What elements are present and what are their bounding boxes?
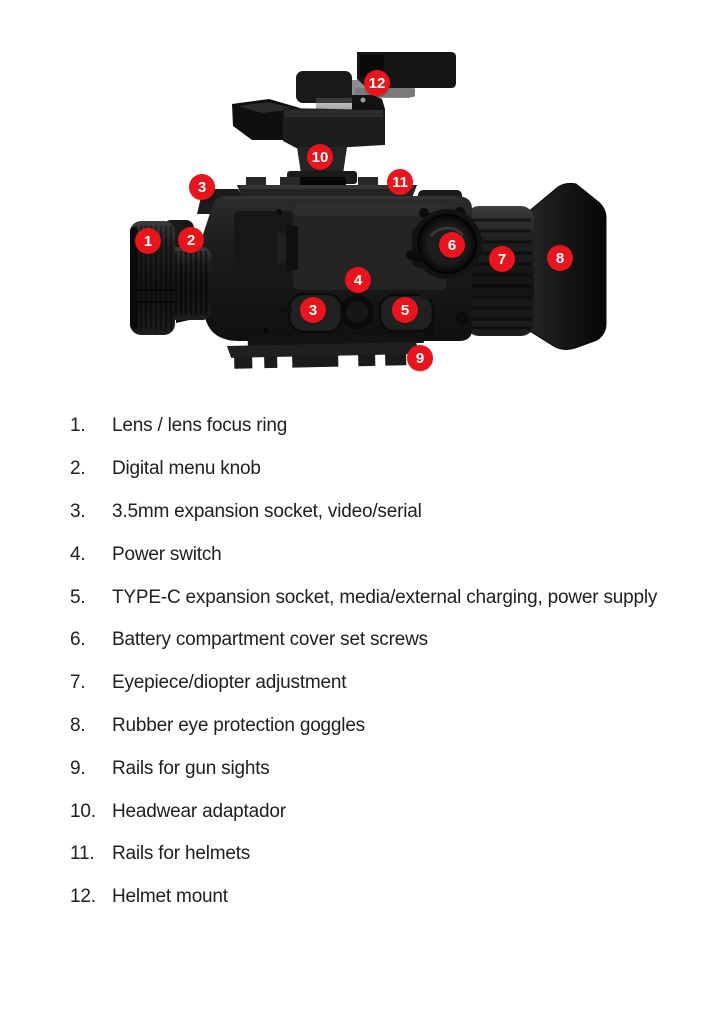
callout-marker-3: 3 <box>300 297 326 323</box>
legend-item-number: 10. <box>70 800 96 822</box>
legend-item-number: 1. <box>70 415 86 437</box>
callout-marker-5: 5 <box>392 297 418 323</box>
legend-item-3: 3. 3.5mm expansion socket, video/serial <box>70 491 693 534</box>
legend-item-number: 2. <box>70 458 86 480</box>
legend-item-6: 6. Battery compartment cover set screws <box>70 619 693 662</box>
legend-item-number: 11. <box>70 843 95 865</box>
legend-item-number: 9. <box>70 757 86 779</box>
bottom-rail <box>226 333 424 369</box>
legend-item-label: Rubber eye protection goggles <box>112 714 365 736</box>
callout-marker-12: 12 <box>364 70 390 96</box>
legend-item-8: 8. Rubber eye protection goggles <box>70 705 693 748</box>
legend-item-4: 4. Power switch <box>70 533 693 576</box>
legend-item-label: 3.5mm expansion socket, video/serial <box>112 500 422 522</box>
legend-item-label: Helmet mount <box>112 886 228 908</box>
legend-item-9: 9. Rails for gun sights <box>70 747 693 790</box>
legend-item-label: Headwear adaptador <box>112 800 286 822</box>
legend-item-label: Battery compartment cover set screws <box>112 629 428 651</box>
legend-item-number: 7. <box>70 672 86 694</box>
callout-marker-8: 8 <box>547 245 573 271</box>
callout-marker-1: 1 <box>135 228 161 254</box>
legend-item-label: Lens / lens focus ring <box>112 415 288 437</box>
legend-item-10: 10. Headwear adaptador <box>70 790 693 833</box>
legend-item-label: Power switch <box>112 543 222 565</box>
legend-item-5: 5. TYPE-C expansion socket, media/externa… <box>70 576 693 619</box>
legend-item-number: 5. <box>70 586 86 608</box>
legend-item-number: 8. <box>70 714 86 736</box>
callout-marker-3: 3 <box>189 174 215 200</box>
callout-marker-7: 7 <box>489 246 515 272</box>
legend-item-11: 11. Rails for helmets <box>70 833 693 876</box>
legend-item-label: Rails for helmets <box>112 843 251 865</box>
callout-marker-9: 9 <box>407 345 433 371</box>
legend-item-number: 3. <box>70 500 86 522</box>
legend-item-1: 1. Lens / lens focus ring <box>70 405 693 448</box>
legend-item-number: 4. <box>70 543 86 565</box>
legend-item-2: 2. Digital menu knob <box>70 448 693 491</box>
callout-marker-11: 11 <box>387 169 413 195</box>
legend-item-label: Digital menu knob <box>112 458 261 480</box>
legend-item-7: 7. Eyepiece/diopter adjustment <box>70 662 693 705</box>
callout-marker-6: 6 <box>439 232 465 258</box>
legend-item-label: Eyepiece/diopter adjustment <box>112 672 347 694</box>
callout-marker-2: 2 <box>178 227 204 253</box>
callout-marker-10: 10 <box>307 144 333 170</box>
callout-marker-4: 4 <box>345 267 371 293</box>
legend-list: 1. Lens / lens focus ring 2. Digital menu k… <box>70 405 693 919</box>
legend-item-label: TYPE-C expansion socket, media/external … <box>112 586 658 608</box>
legend-item-label: Rails for gun sights <box>112 757 270 779</box>
legend-item-number: 6. <box>70 629 86 651</box>
legend-item-number: 12. <box>70 886 96 908</box>
legend-item-12: 12. Helmet mount <box>70 876 693 919</box>
